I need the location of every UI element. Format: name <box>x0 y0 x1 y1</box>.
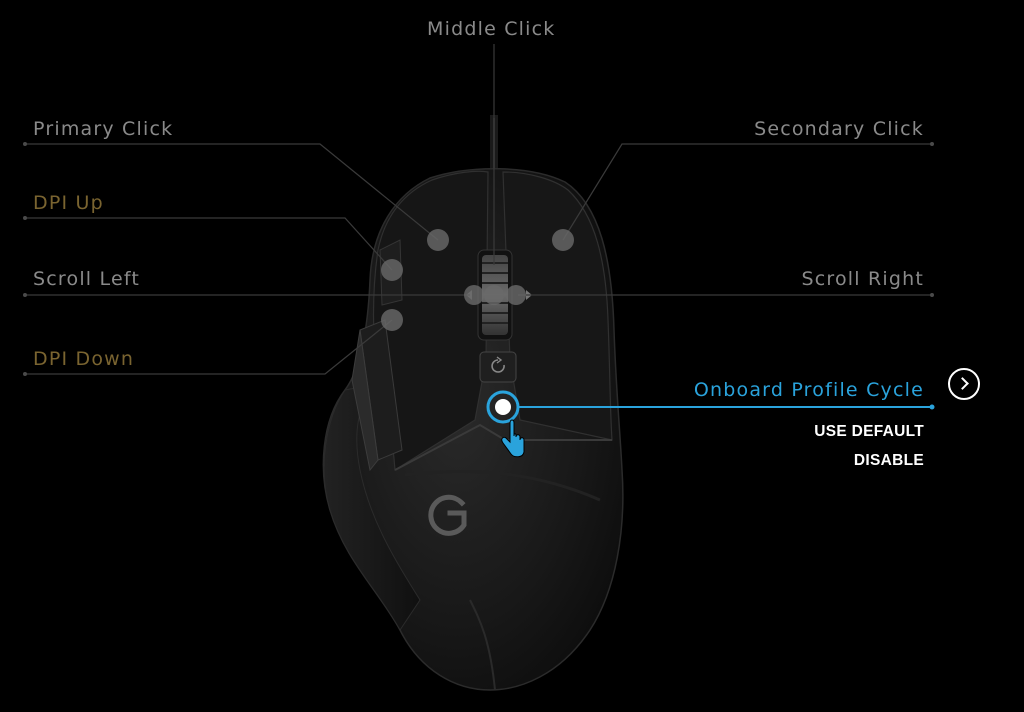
label-dpi-up[interactable]: DPI Up <box>33 192 104 214</box>
hotspot-primary-click <box>427 229 449 251</box>
label-scroll-right[interactable]: Scroll Right <box>801 268 924 290</box>
mouse-body <box>322 168 624 691</box>
chevron-right-icon <box>956 377 969 390</box>
hotspot-secondary-click <box>552 229 574 251</box>
profile-cycle-switch <box>479 351 517 383</box>
hotspot-dpi-up <box>381 259 403 281</box>
active-callout <box>486 390 935 424</box>
label-scroll-left[interactable]: Scroll Left <box>33 268 141 290</box>
use-default-option[interactable]: USE DEFAULT <box>814 423 924 440</box>
label-middle-click[interactable]: Middle Click <box>427 18 556 40</box>
callout-lines <box>25 44 932 375</box>
callout-dots <box>23 142 934 376</box>
disable-option[interactable]: DISABLE <box>853 452 924 469</box>
label-onboard-profile-cycle[interactable]: Onboard Profile Cycle <box>693 379 924 401</box>
hand-cursor-icon <box>501 419 525 458</box>
label-dpi-down[interactable]: DPI Down <box>33 348 135 370</box>
next-arrow-button[interactable] <box>948 368 980 400</box>
label-primary-click[interactable]: Primary Click <box>33 118 174 140</box>
hotspot-scroll-left <box>464 285 484 305</box>
hotspot-onboard-profile-cycle <box>486 390 520 424</box>
hotspot-dpi-down <box>381 309 403 331</box>
label-secondary-click[interactable]: Secondary Click <box>754 118 924 140</box>
hotspot-scroll-right <box>506 285 526 305</box>
g-logo-icon <box>428 494 467 536</box>
button-hotspots <box>381 229 574 331</box>
hotspot-middle-click <box>484 285 504 305</box>
